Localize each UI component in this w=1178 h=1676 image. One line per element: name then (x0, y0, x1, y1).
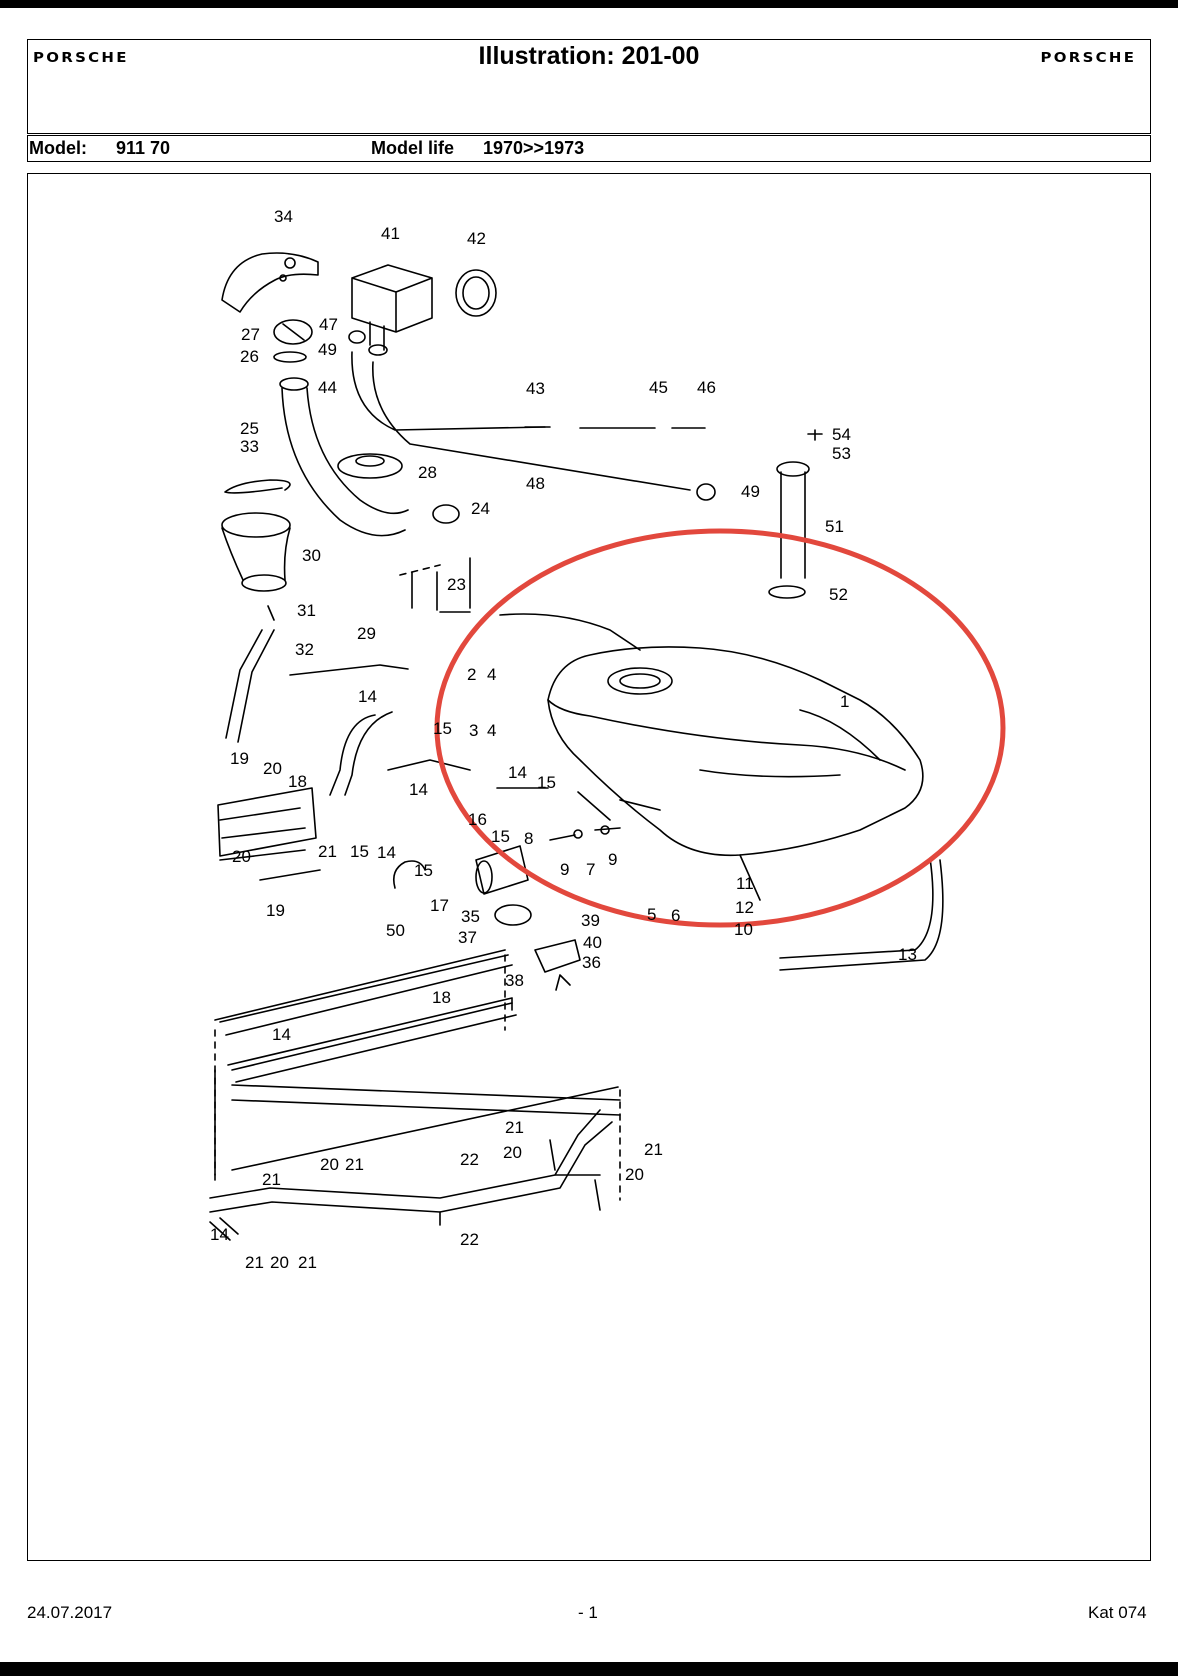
part-label-54: 54 (832, 425, 851, 444)
part-label-51: 51 (825, 517, 844, 536)
part-label-15: 15 (537, 773, 556, 792)
part-label-21: 21 (298, 1253, 317, 1272)
part-label-20: 20 (503, 1143, 522, 1162)
part-label-8: 8 (524, 829, 533, 848)
part-label-21: 21 (245, 1253, 264, 1272)
part-label-50: 50 (386, 921, 405, 940)
part-label-33: 33 (240, 437, 259, 456)
part-label-36: 36 (582, 953, 601, 972)
part-label-17: 17 (430, 896, 449, 915)
part-label-20: 20 (320, 1155, 339, 1174)
part-label-4: 4 (487, 665, 496, 684)
part-label-15: 15 (491, 827, 510, 846)
part-label-38: 38 (505, 971, 524, 990)
part-label-49: 49 (741, 482, 760, 501)
part-label-20: 20 (270, 1253, 289, 1272)
part-label-7: 7 (586, 860, 595, 879)
model-label: Model: (29, 138, 87, 158)
part-label-14: 14 (508, 763, 527, 782)
print-date: 24.07.2017 (27, 1603, 113, 1622)
top-edge-bar (0, 0, 1178, 8)
part-label-32: 32 (295, 640, 314, 659)
part-label-9: 9 (560, 860, 569, 879)
porsche-logo-left: PORSCHE (33, 51, 129, 66)
part-label-53: 53 (832, 444, 851, 463)
part-label-22: 22 (460, 1230, 479, 1249)
bottom-edge-bar (0, 1662, 1178, 1676)
part-label-1: 1 (840, 692, 849, 711)
part-label-15: 15 (350, 842, 369, 861)
page-header: PORSCHE Illustration: 201-00 PORSCHE (27, 39, 1151, 134)
catalog-number: Kat 074 (1088, 1603, 1147, 1622)
part-label-31: 31 (297, 601, 316, 620)
part-label-22: 22 (460, 1150, 479, 1169)
page-number: - 1 (578, 1603, 598, 1622)
porsche-logo-right: PORSCHE (1040, 51, 1136, 66)
part-label-18: 18 (288, 772, 307, 791)
part-label-26: 26 (240, 347, 259, 366)
part-label-23: 23 (447, 575, 466, 594)
part-label-44: 44 (318, 378, 337, 397)
part-label-13: 13 (898, 945, 917, 964)
tank-highlight-circle (434, 528, 1006, 928)
diagram-linework (209, 252, 944, 1241)
model-row: Model: 911 70 Model life 1970>>1973 (27, 135, 1151, 162)
part-label-30: 30 (302, 546, 321, 565)
part-label-21: 21 (318, 842, 337, 861)
part-label-21: 21 (262, 1170, 281, 1189)
part-label-21: 21 (644, 1140, 663, 1159)
part-label-3: 3 (469, 721, 478, 740)
part-label-49: 49 (318, 340, 337, 359)
part-label-25: 25 (240, 419, 259, 438)
part-label-41: 41 (381, 224, 400, 243)
part-label-9: 9 (608, 850, 617, 869)
part-label-16: 16 (468, 810, 487, 829)
illustration-title: Illustration: 201-00 (478, 42, 700, 70)
part-label-15: 15 (433, 719, 452, 738)
part-label-34: 34 (274, 207, 293, 226)
part-label-10: 10 (734, 920, 753, 939)
model-life-value: 1970>>1973 (483, 138, 585, 158)
part-label-20: 20 (263, 759, 282, 778)
part-label-35: 35 (461, 907, 480, 926)
part-label-19: 19 (266, 901, 285, 920)
part-label-6: 6 (671, 906, 680, 925)
part-label-46: 46 (697, 378, 716, 397)
part-label-11: 11 (736, 874, 754, 893)
part-label-14: 14 (272, 1025, 291, 1044)
part-label-40: 40 (583, 933, 602, 952)
part-label-14: 14 (409, 780, 428, 799)
model-life-label: Model life (371, 138, 455, 158)
part-label-19: 19 (230, 749, 249, 768)
part-label-52: 52 (829, 585, 848, 604)
part-label-20: 20 (232, 847, 251, 866)
part-label-42: 42 (467, 229, 486, 248)
part-label-29: 29 (357, 624, 376, 643)
part-label-14: 14 (210, 1225, 229, 1244)
part-label-18: 18 (432, 988, 451, 1007)
part-label-5: 5 (647, 905, 656, 924)
part-label-27: 27 (241, 325, 260, 344)
part-label-48: 48 (526, 474, 545, 493)
part-label-39: 39 (581, 911, 600, 930)
part-label-14: 14 (358, 687, 377, 706)
part-label-4: 4 (487, 721, 496, 740)
part-label-47: 47 (319, 315, 338, 334)
part-label-15: 15 (414, 861, 433, 880)
part-label-21: 21 (345, 1155, 364, 1174)
model-value: 911 70 (116, 138, 171, 158)
diagram-frame (27, 173, 1151, 1561)
part-label-20: 20 (625, 1165, 644, 1184)
part-label-24: 24 (471, 499, 490, 518)
part-label-37: 37 (458, 928, 477, 947)
part-label-21: 21 (505, 1118, 524, 1137)
part-label-45: 45 (649, 378, 668, 397)
part-label-12: 12 (735, 898, 754, 917)
part-label-2: 2 (467, 665, 476, 684)
part-label-28: 28 (418, 463, 437, 482)
part-label-43: 43 (526, 379, 545, 398)
part-label-14: 14 (377, 843, 396, 862)
